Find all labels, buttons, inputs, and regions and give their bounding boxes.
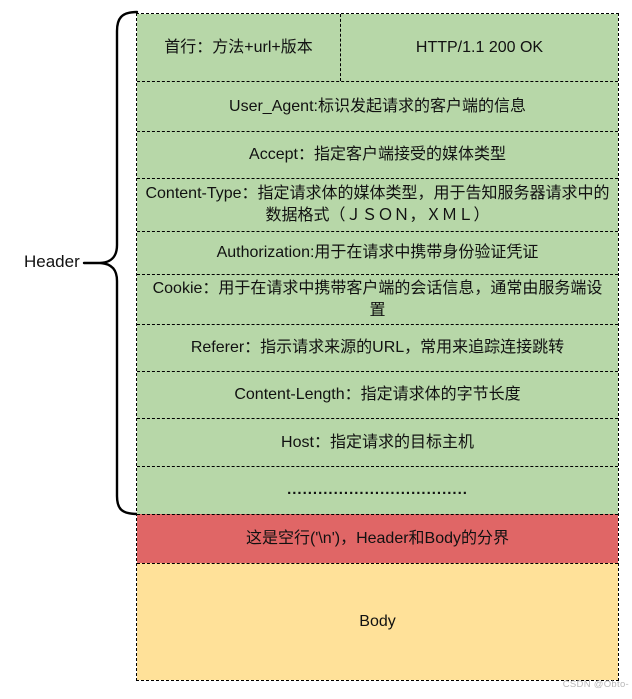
header-brace-label: Header [24,252,80,271]
csdn-watermark: CSDN @Obto- [562,679,629,690]
row-host: Host：指定请求的目标主机 [137,418,618,466]
body-section: Body [137,563,618,680]
row-user-agent: User_Agent:标识发起请求的客户端的信息 [137,81,618,131]
row-cookie: Cookie：用于在请求中携带客户端的会话信息，通常由服务端设置 [137,274,618,324]
row-referer: Referer：指示请求来源的URL，常用来追踪连接跳转 [137,324,618,371]
row-content-length: Content-Length：指定请求体的字节长度 [137,371,618,418]
row-accept: Accept：指定客户端接受的媒体类型 [137,131,618,178]
http-message-table: 首行：方法+url+版本 HTTP/1.1 200 OK User_Agent:… [136,13,619,681]
separator-row: 这是空行('\n')，Header和Body的分界 [137,514,618,563]
row-authorization: Authorization:用于在请求中携带身份验证凭证 [137,231,618,274]
first-line-response-cell: HTTP/1.1 200 OK [415,38,544,56]
first-line-request-cell: 首行：方法+url+版本 [137,14,341,81]
table-row-first-line: 首行：方法+url+版本 HTTP/1.1 200 OK [137,14,618,81]
row-ellipsis: ................................... [137,466,618,514]
row-content-type: Content-Type：指定请求体的媒体类型，用于告知服务器请求中的数据格式（… [137,178,618,231]
